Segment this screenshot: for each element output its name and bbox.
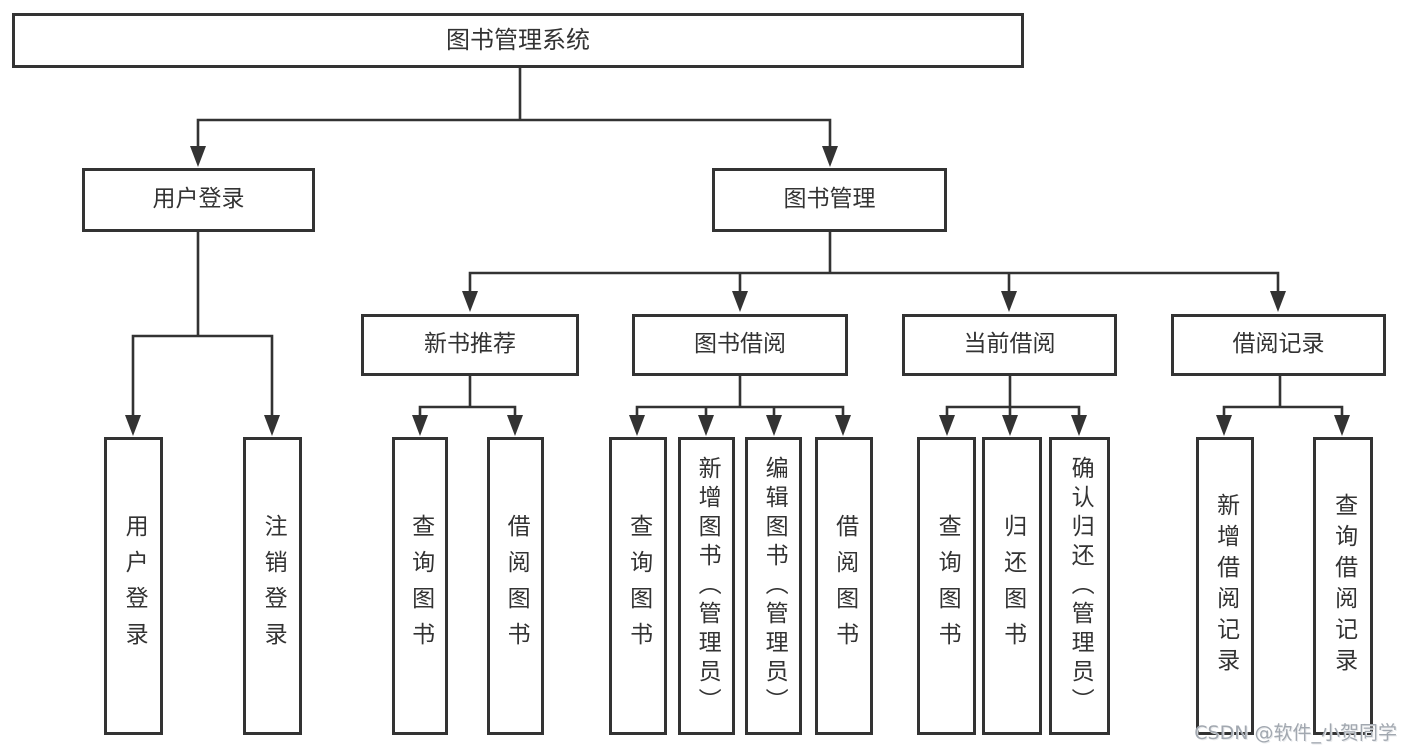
leaf-label: 归还图书 <box>999 514 1026 658</box>
leaf-bb-borrow-books: 借阅图书 <box>815 437 873 735</box>
leaf-label: 新增借阅记录 <box>1212 493 1239 679</box>
leaf-label: 注销登录 <box>260 514 287 658</box>
leaf-bb-add-books-admin: 新增图书（管理员） <box>678 437 735 735</box>
leaf-logout: 注销登录 <box>243 437 302 735</box>
leaf-label: 编辑图书（管理员） <box>761 455 788 717</box>
leaf-label: 确认归还（管理员） <box>1067 455 1094 717</box>
node-new-book-recommendation: 新书推荐 <box>361 314 579 376</box>
node-user-login: 用户登录 <box>82 168 315 232</box>
leaf-label: 新增图书（管理员） <box>694 455 721 717</box>
leaf-bb-edit-books-admin: 编辑图书（管理员） <box>745 437 802 735</box>
node-borrowing-records: 借阅记录 <box>1171 314 1386 376</box>
node-label: 图书管理系统 <box>446 26 590 55</box>
leaf-label: 查询图书 <box>625 514 652 658</box>
leaf-nbr-query-books: 查询图书 <box>392 437 448 735</box>
leaf-label: 用户登录 <box>121 514 148 658</box>
leaf-label: 查询图书 <box>934 514 961 658</box>
node-label: 图书借阅 <box>694 331 786 358</box>
node-label: 用户登录 <box>152 186 245 213</box>
leaf-user-login: 用户登录 <box>104 437 163 735</box>
arrowheads <box>125 146 1350 436</box>
node-label: 借阅记录 <box>1232 331 1325 358</box>
node-label: 图书管理 <box>783 186 876 213</box>
leaf-label: 查询图书 <box>407 514 434 658</box>
node-current-borrowing: 当前借阅 <box>902 314 1117 376</box>
leaf-label: 查询借阅记录 <box>1330 493 1357 679</box>
leaf-nbr-borrow-books: 借阅图书 <box>487 437 544 735</box>
node-book-management: 图书管理 <box>712 168 947 232</box>
tree-edges <box>131 66 1344 420</box>
node-book-borrowing: 图书借阅 <box>632 314 848 376</box>
leaf-cb-query-books: 查询图书 <box>917 437 976 735</box>
node-label: 当前借阅 <box>963 331 1056 358</box>
leaf-cb-return-books: 归还图书 <box>982 437 1042 735</box>
watermark: CSDN @软件_小贺同学 <box>1194 722 1397 744</box>
leaf-label: 借阅图书 <box>831 514 858 658</box>
leaf-label: 借阅图书 <box>503 514 530 658</box>
node-label: 新书推荐 <box>424 331 516 358</box>
node-library-management-system: 图书管理系统 <box>12 13 1024 68</box>
leaf-br-add-record: 新增借阅记录 <box>1196 437 1254 735</box>
leaf-br-query-record: 查询借阅记录 <box>1313 437 1373 735</box>
leaf-bb-query-books: 查询图书 <box>609 437 667 735</box>
leaf-cb-confirm-return-admin: 确认归还（管理员） <box>1049 437 1110 735</box>
